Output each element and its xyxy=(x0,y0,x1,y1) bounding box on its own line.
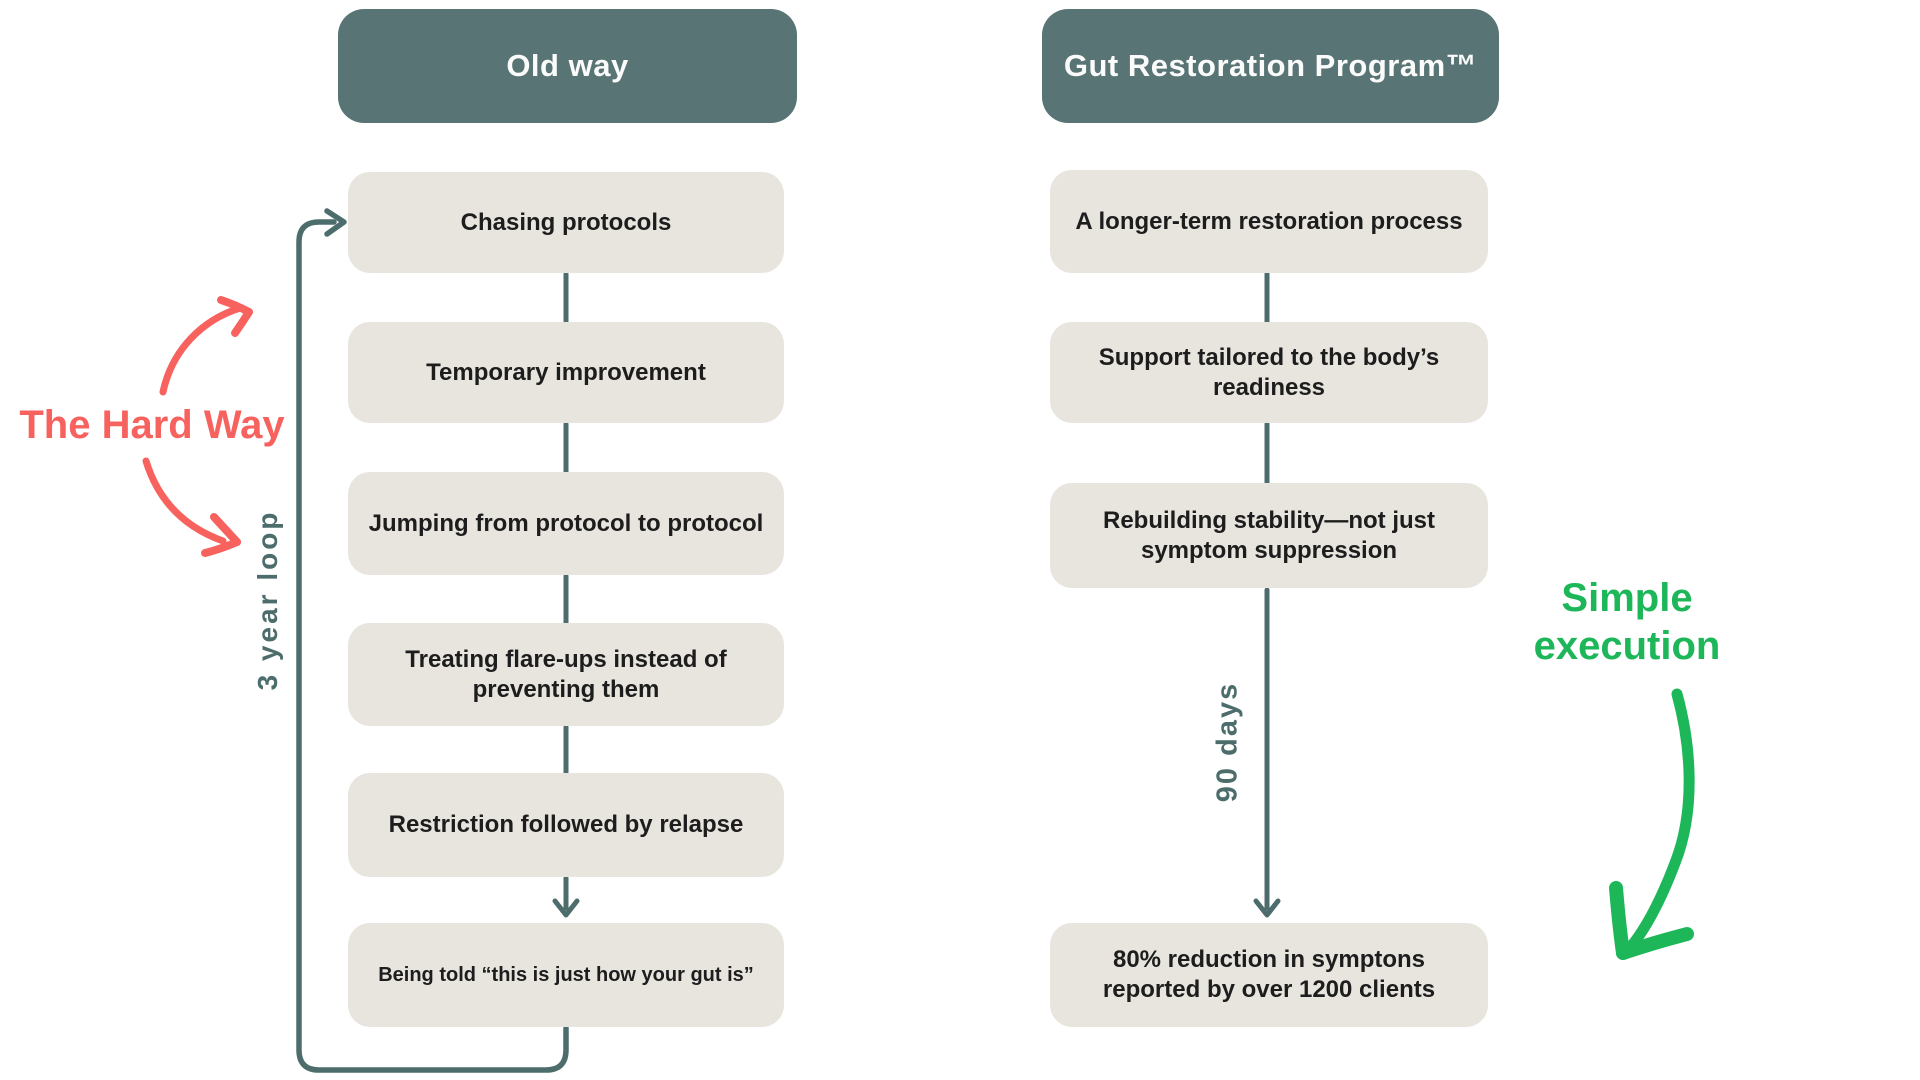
step-box: Temporary improvement xyxy=(348,322,784,423)
program-header: Gut Restoration Program™ xyxy=(1042,9,1499,123)
program-duration-label: 90 days xyxy=(1211,681,1244,803)
simple-execution-annotation: Simple execution xyxy=(1533,576,1721,668)
step-box: Support tailored to the body’s readiness xyxy=(1050,322,1488,423)
left-flow-lines xyxy=(552,271,580,918)
step-box: Jumping from protocol to protocol xyxy=(348,472,784,575)
step-box: A longer-term restoration process xyxy=(1050,170,1488,273)
step-box: Being told “this is just how your gut is… xyxy=(348,923,784,1027)
step-box: Chasing protocols xyxy=(348,172,784,273)
hard-way-arrow-up-icon xyxy=(159,296,253,396)
step-box: Treating flare-ups instead of preventing… xyxy=(348,623,784,726)
program-header-label: Gut Restoration Program™ xyxy=(1063,48,1478,83)
old-way-header-label: Old way xyxy=(506,48,629,83)
loop-arrow-icon xyxy=(296,208,569,1073)
right-flow-lines xyxy=(1253,271,1281,918)
step-box: Restriction followed by relapse xyxy=(348,773,784,877)
flow-arrowhead-right-icon xyxy=(1253,898,1281,918)
step-box: 80% reduction in symptons reported by ov… xyxy=(1050,923,1488,1027)
old-way-header: Old way xyxy=(338,9,797,123)
simple-execution-arrow-icon xyxy=(1609,688,1695,960)
hard-way-arrow-down-icon xyxy=(142,457,241,557)
loop-duration-label: 3 year loop xyxy=(252,509,283,691)
hard-way-annotation: The Hard Way xyxy=(19,403,285,447)
step-box: Rebuilding stability—not just symptom su… xyxy=(1050,483,1488,588)
flow-arrowhead-left-icon xyxy=(552,898,580,918)
